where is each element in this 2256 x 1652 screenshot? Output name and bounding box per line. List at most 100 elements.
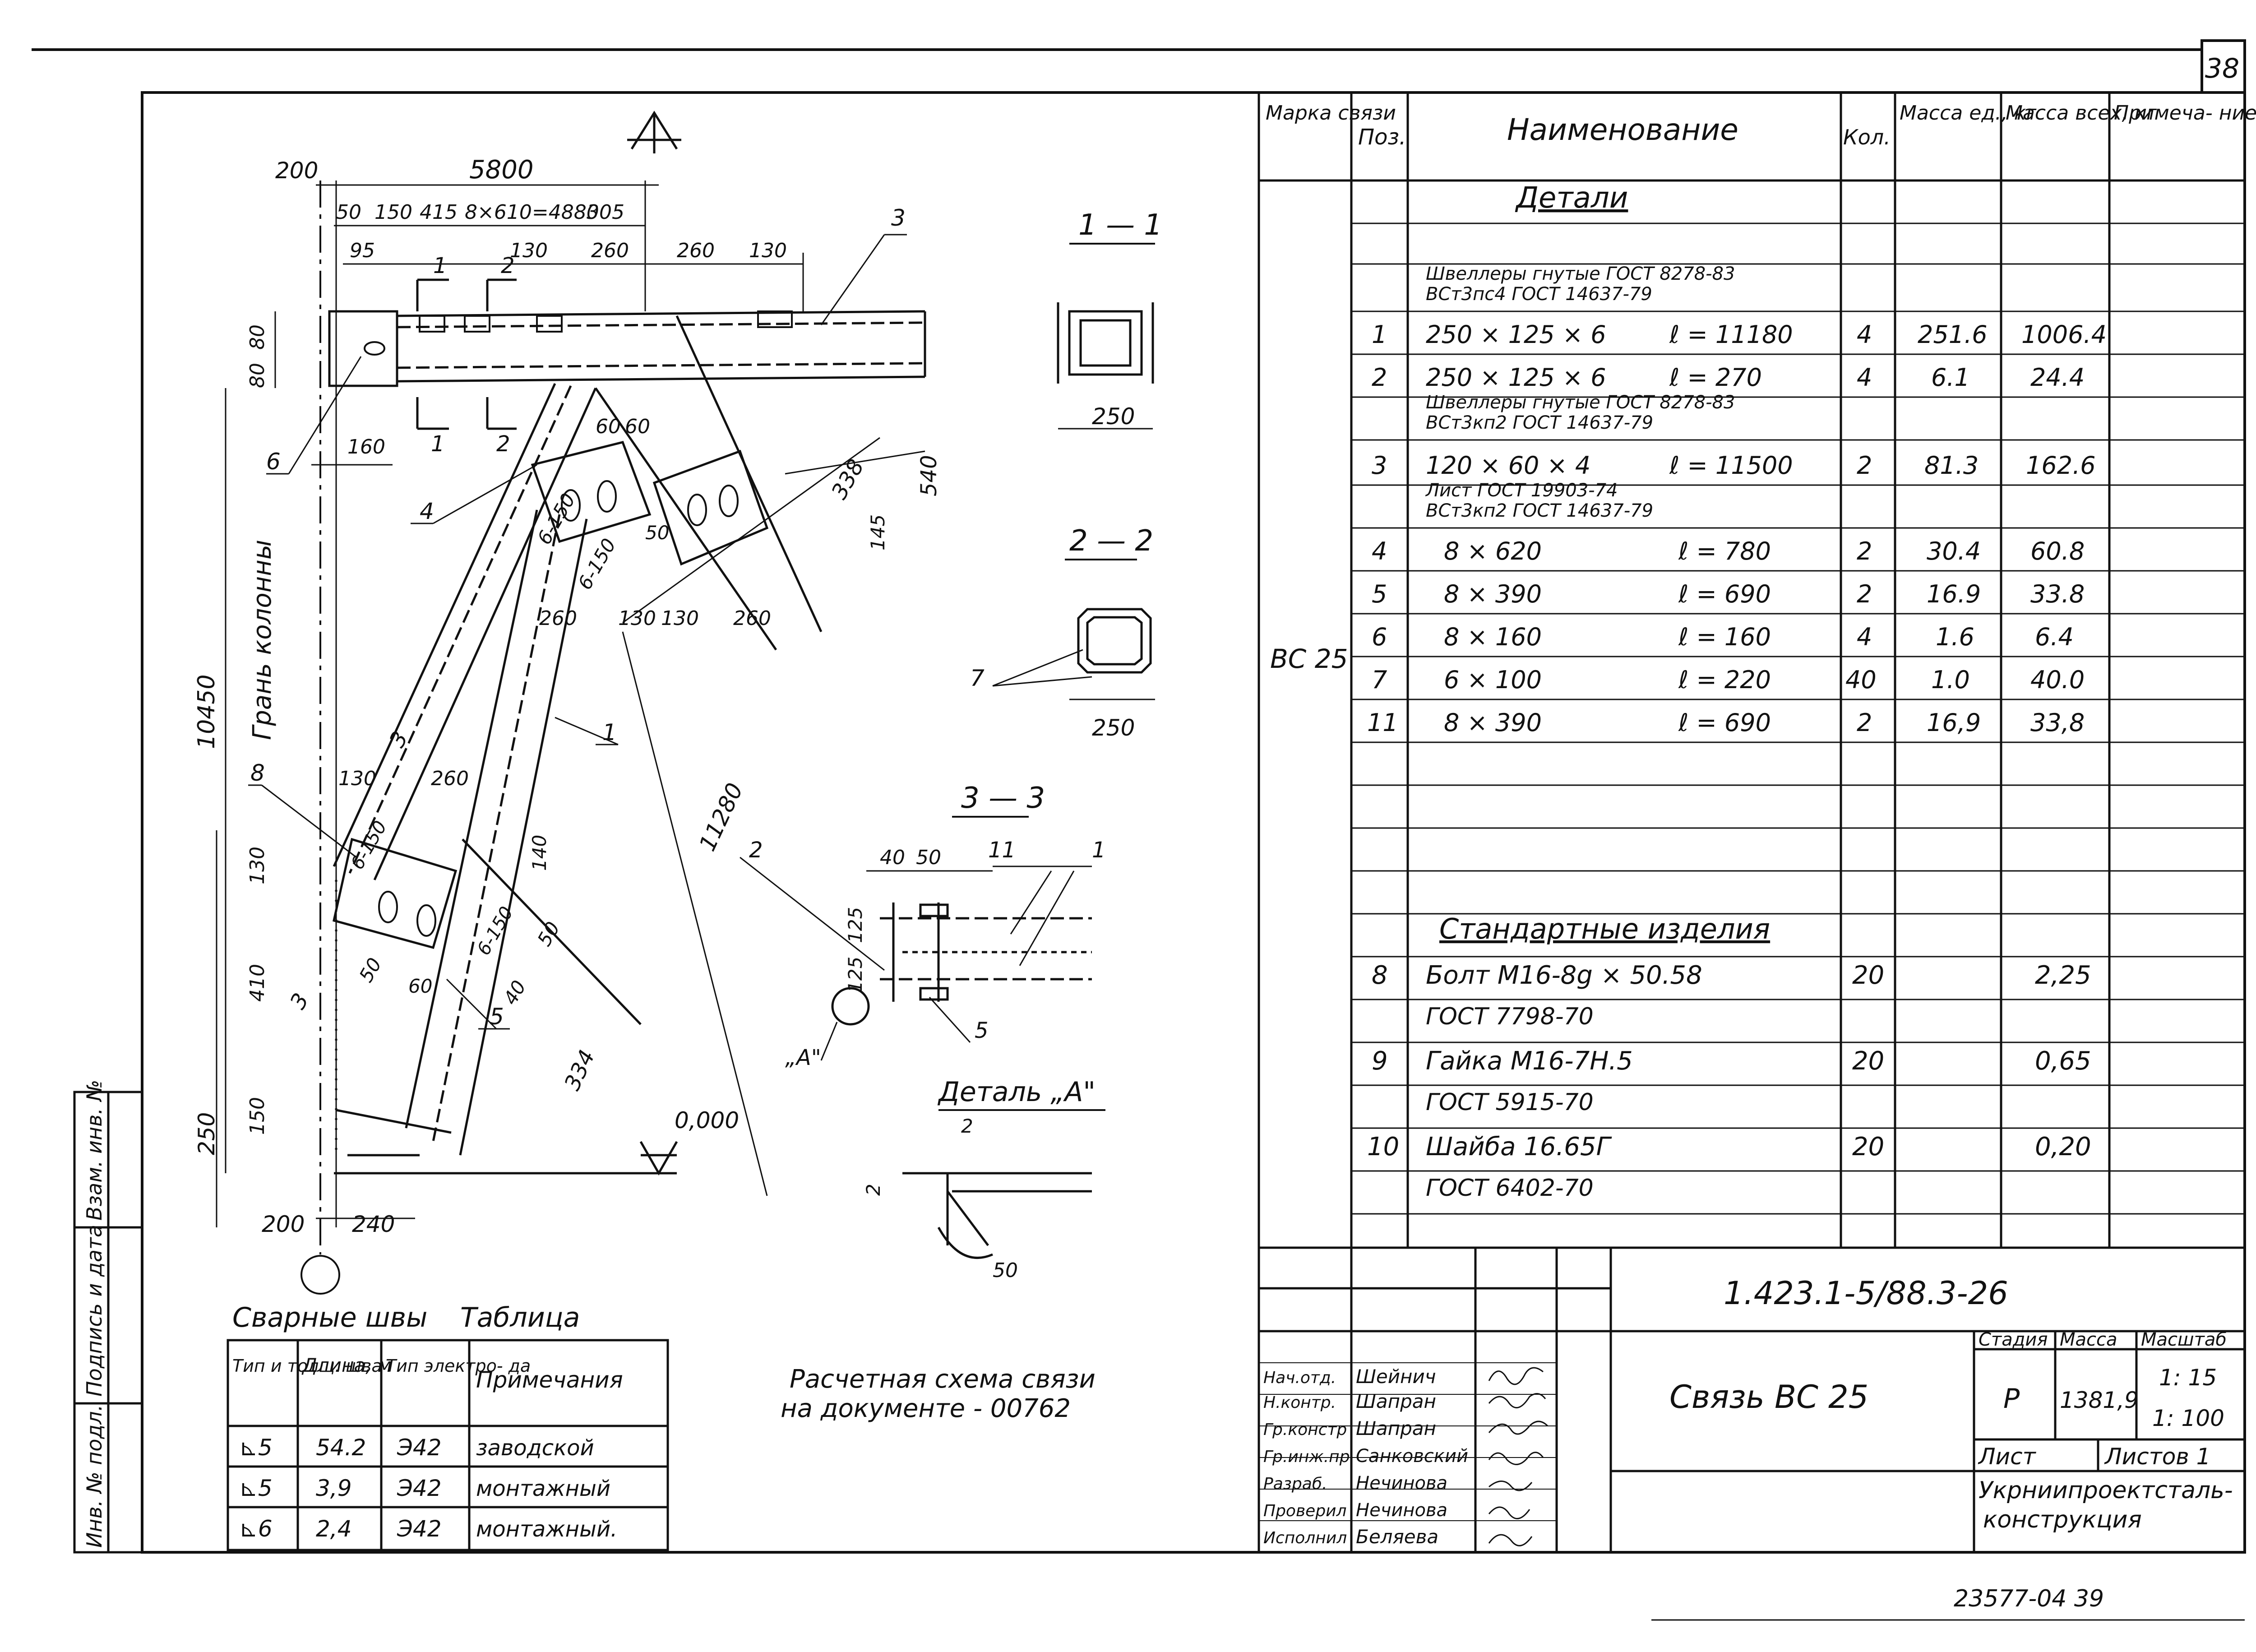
spec-row-qty: 4 xyxy=(1857,363,1872,392)
title-block-name-1: Шейнич xyxy=(1356,1365,1436,1388)
title-block-stage: Р xyxy=(2003,1383,2020,1415)
gusset-bolts xyxy=(378,480,739,937)
spec-group3-line1: Лист ГОСТ 19903-74 xyxy=(1425,480,1618,501)
spec-std-pos: 10 xyxy=(1367,1132,1399,1161)
weld-row-3-type: ⊾6 xyxy=(239,1516,273,1542)
side-stamp-replace: Взам. инв. № xyxy=(82,1080,106,1221)
spec-std-name: Шайба 16.65Г xyxy=(1426,1132,1612,1161)
dim-50-mid: 50 xyxy=(645,522,669,544)
dim-5800: 5800 xyxy=(469,155,534,185)
dim-240: 240 xyxy=(352,1211,395,1237)
callout-leaders xyxy=(248,234,907,1030)
spec-row-lines xyxy=(1351,222,2245,1215)
weld-table-caption: Сварные швы xyxy=(232,1302,427,1333)
spec-row-pos: 3 xyxy=(1372,451,1387,480)
title-block-scale-label: Масштаб xyxy=(2141,1329,2227,1350)
ground-elevation: 0,000 xyxy=(675,1107,739,1134)
callout-8: 8 xyxy=(250,760,265,786)
section-2-2-title: 2 — 2 xyxy=(1069,524,1153,558)
title-block-mass: 1381,9 xyxy=(2060,1387,2139,1413)
dim-95: 95 xyxy=(350,239,375,262)
title-block-name-6: Нечинова xyxy=(1356,1500,1447,1521)
dim-130-mid-b: 130 xyxy=(661,607,699,630)
spec-group1-line2: ВСт3пс4 ГОСТ 14637-79 xyxy=(1426,284,1652,305)
dim-338: 338 xyxy=(827,455,869,504)
section-3-3-callout-1: 1 xyxy=(1092,838,1106,863)
title-block-name-3: Шапран xyxy=(1356,1417,1436,1439)
weld-row-3-electrode: Э42 xyxy=(397,1516,442,1542)
dim-130-lower: 130 xyxy=(338,767,376,790)
side-stamp-sign: Подпись и дата xyxy=(82,1225,106,1397)
spec-std-row-10: 10 Шайба 16.65Г ГОСТ 6402-70 20 0,20 xyxy=(1367,1132,2091,1202)
spec-row-4: 4 8 × 620 ℓ = 780 2 30.4 60.8 xyxy=(1372,537,2085,565)
title-block: 1.423.1-5/88.3-26 Связь ВС 25 Стадия Мас… xyxy=(1257,1246,2246,1554)
spec-row-total: 162.6 xyxy=(2026,451,2096,480)
title-block-sheets-label: Листов 1 xyxy=(2104,1444,2210,1470)
detail-a: Деталь „А" 2 2 50 xyxy=(862,1076,1105,1282)
spec-std-pos: 9 xyxy=(1372,1046,1388,1076)
dim-145: 145 xyxy=(867,514,889,551)
side-stamp-frame xyxy=(73,1091,143,1554)
dim-130-top: 130 xyxy=(510,239,548,262)
spec-header-mark: Марка связи xyxy=(1266,102,1396,125)
spec-std-total: 0,20 xyxy=(2035,1132,2091,1161)
spec-row-unit: 251.6 xyxy=(1918,320,1988,349)
spec-row-total: 6.4 xyxy=(2035,623,2074,651)
column-face-label: Грань колонны xyxy=(248,540,277,740)
spec-row-length: ℓ = 11180 xyxy=(1669,320,1793,349)
spec-row-pos: 2 xyxy=(1372,363,1387,392)
section-1-1-title: 1 — 1 xyxy=(1078,208,1162,242)
spec-row-unit: 16,9 xyxy=(1927,708,1981,737)
spec-row-qty: 2 xyxy=(1857,451,1872,480)
section-3-3-dim-125-a: 125 xyxy=(844,907,866,943)
main-elevation: Грань колонны 200 5800 50 xyxy=(193,111,942,1295)
spec-row-name: 120 × 60 × 4 xyxy=(1426,451,1590,480)
spec-row-pos: 11 xyxy=(1367,708,1398,737)
weld-header-type: Тип и толщ. шва xyxy=(232,1356,382,1376)
archive-number: 23577-04 39 xyxy=(1954,1585,2104,1612)
section-3-3-callout-a: „А" xyxy=(785,1045,821,1070)
diagonal-brace-left xyxy=(333,383,642,1134)
title-block-name-2: Шапран xyxy=(1356,1390,1436,1412)
spec-header-pos: Поз. xyxy=(1358,125,1406,150)
top-dimension-lines xyxy=(316,180,804,316)
dim-334: 334 xyxy=(559,1046,600,1094)
left-dimension-lines xyxy=(216,311,415,1227)
spec-section-standard: Стандартные изделия xyxy=(1439,912,1770,945)
spec-header-qty: Кол. xyxy=(1843,125,1891,149)
dim-260-mid-b: 260 xyxy=(733,607,771,630)
spec-group2-line2: ВСт3кп2 ГОСТ 14637-79 xyxy=(1426,412,1653,433)
spec-std-qty: 20 xyxy=(1852,961,1884,990)
title-block-name-4: Санковский xyxy=(1356,1446,1468,1467)
weld-row-1-length: 54.2 xyxy=(316,1435,366,1461)
dim-200-bottom: 200 xyxy=(262,1211,305,1237)
callout-6: 6 xyxy=(266,449,281,475)
dim-50: 50 xyxy=(336,201,361,224)
title-block-role-3: Гр.констр xyxy=(1263,1421,1347,1439)
spec-header-notes: Примеча- ние xyxy=(2114,102,2256,125)
spec-row-total: 60.8 xyxy=(2030,537,2085,565)
spec-std-qty: 20 xyxy=(1852,1046,1884,1076)
spec-section-details: Детали xyxy=(1515,181,1628,215)
spec-row-name: 8 × 160 xyxy=(1444,623,1542,651)
dim-50-lower: 50 xyxy=(533,918,564,950)
spec-row-total: 33,8 xyxy=(2030,708,2085,737)
cut-mark-3-lower: 3 xyxy=(285,989,314,1013)
sheet-number: 38 xyxy=(2205,53,2239,84)
detail-a-dim-2-a: 2 xyxy=(961,1115,973,1137)
ground-level xyxy=(334,1141,678,1176)
dim-130-left: 130 xyxy=(246,847,269,884)
spec-row-length: ℓ = 220 xyxy=(1678,666,1771,694)
spec-row-unit: 81.3 xyxy=(1924,451,1979,480)
spec-header-name: Наименование xyxy=(1507,112,1738,147)
weld-row-3-note: монтажный. xyxy=(476,1517,617,1542)
spec-row-qty: 2 xyxy=(1857,537,1872,565)
weld-row-3-length: 2,4 xyxy=(316,1516,352,1542)
top-channel-bolts xyxy=(364,310,793,356)
spec-row-length: ℓ = 11500 xyxy=(1669,451,1793,480)
dim-4880: 8×610=4880 xyxy=(465,201,599,224)
callout-3: 3 xyxy=(891,205,906,231)
spec-row-unit: 16.9 xyxy=(1927,580,1981,608)
spec-row-1: 1 250 × 125 × 6 ℓ = 11180 4 251.6 1006.4 xyxy=(1372,320,2107,349)
spec-row-pos: 5 xyxy=(1372,580,1387,608)
